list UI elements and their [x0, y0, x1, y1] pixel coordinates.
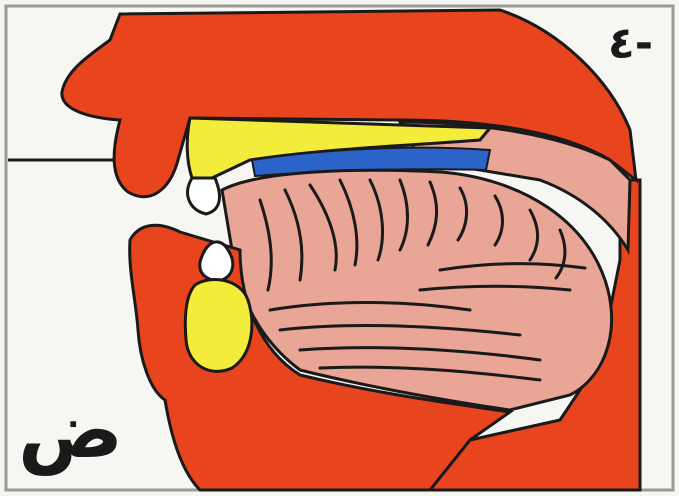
arabic-letter-label: ض	[18, 392, 123, 470]
figure-number: ٤-	[608, 22, 653, 66]
lower-gum	[185, 280, 252, 372]
upper-teeth	[188, 178, 220, 214]
lower-teeth	[200, 242, 233, 281]
